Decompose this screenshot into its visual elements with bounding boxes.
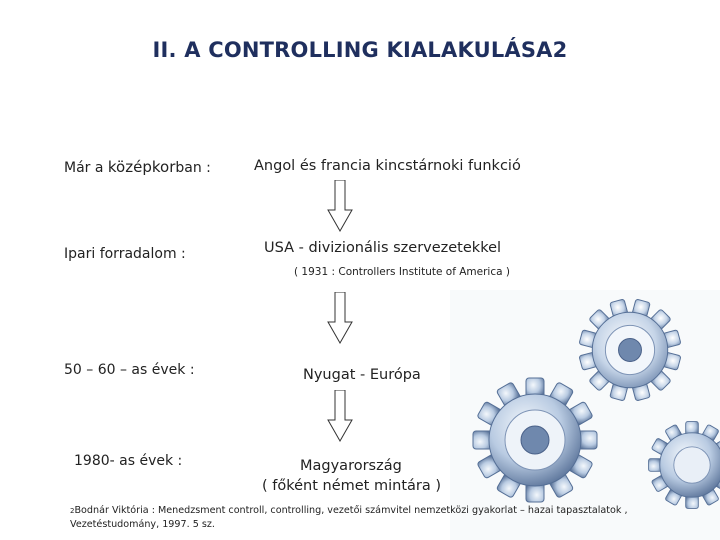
development-middle-ages: Angol és francia kincstárnoki funkció — [254, 158, 521, 174]
development-usa: USA - divizionális szervezetekkel — [264, 240, 502, 256]
down-arrow-icon — [327, 292, 353, 344]
period-label-middle-ages: Már a középkorban : — [64, 158, 211, 176]
period-label-5060s: 50 – 60 – as évek : — [64, 362, 195, 378]
down-arrow-icon — [327, 390, 353, 442]
footnote-marker: 2 — [70, 507, 75, 515]
slide-title: II. A CONTROLLING KIALAKULÁSA2 — [152, 38, 568, 62]
development-western-europe: Nyugat - Európa — [303, 367, 421, 383]
period-label-1980s: 1980- as évek : — [74, 453, 183, 469]
label-emphasis: középkor — [107, 158, 176, 176]
development-hungary: Magyarország — [300, 458, 402, 474]
footnote: 2Bodnár Viktória : Menedzsment controll,… — [70, 504, 670, 532]
controllers-institute-note: ( 1931 : Controllers Institute of Americ… — [294, 266, 510, 278]
period-label-industrial: Ipari forradalom : — [64, 246, 186, 262]
label-prefix: Már a — [64, 160, 108, 176]
down-arrow-icon — [327, 180, 353, 232]
development-hungary-note: ( főként német mintára ) — [262, 478, 442, 494]
footnote-text: Bodnár Viktória : Menedzsment controll, … — [70, 505, 628, 530]
label-suffix: ban : — [175, 160, 211, 176]
gears-illustration — [450, 290, 720, 540]
